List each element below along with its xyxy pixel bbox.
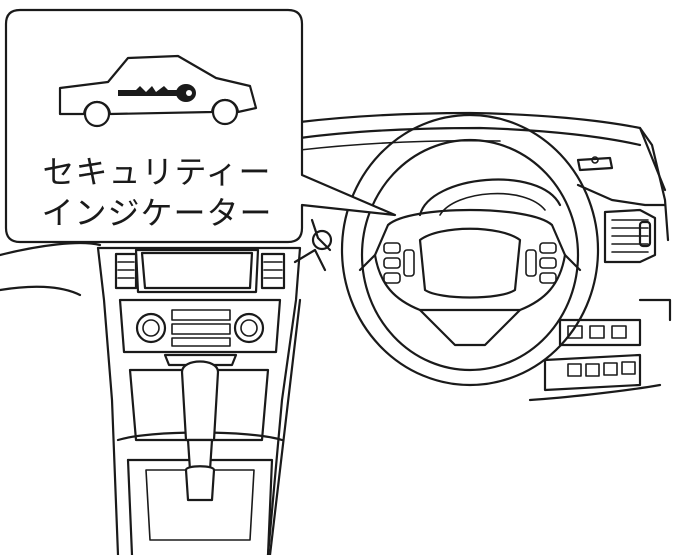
callout-label-line1: セキュリティー (42, 153, 272, 191)
callout-label-line2: インジケーター (41, 194, 273, 232)
instrument-cluster (418, 156, 614, 217)
right-vent (603, 208, 657, 264)
steering-column (268, 218, 333, 555)
security-indicator-callout (4, 8, 397, 244)
car-with-key-icon (58, 54, 258, 128)
console-right-vent (260, 252, 286, 290)
steering-wheel (340, 113, 600, 387)
lower-switch-panel (528, 298, 672, 402)
wheel-left-switches (383, 242, 415, 284)
center-console (96, 246, 302, 555)
dashboard-outline (0, 111, 670, 297)
console-left-vent (114, 252, 138, 290)
wheel-right-switches (525, 242, 557, 284)
gear-shifter (180, 360, 220, 502)
